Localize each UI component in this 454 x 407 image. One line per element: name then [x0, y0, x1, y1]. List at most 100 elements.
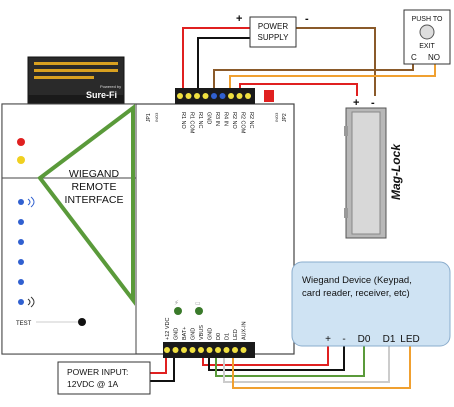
bars-icon: [27, 296, 35, 308]
power-supply-label1: POWER: [258, 22, 288, 31]
bottom-terminal-screw: [164, 347, 170, 353]
green-led-1: [174, 307, 182, 315]
wire-input-gnd: [150, 358, 175, 382]
exit-push-label: PUSH TO: [412, 16, 443, 23]
top-terminal-label: R2 NC: [248, 112, 254, 129]
top-terminal-screw: [185, 93, 192, 99]
yellow-led: [17, 156, 25, 164]
power-input-box: [57, 361, 151, 395]
panel-title-line3: INTERFACE: [65, 194, 124, 206]
panel-title-line1: WIEGAND: [69, 168, 120, 180]
bottom-terminal-label: VBUS: [199, 325, 205, 340]
wire-exit-c: [213, 64, 414, 92]
jp1-label: JP1: [146, 113, 152, 122]
bottom-terminal-screw: [223, 347, 230, 353]
top-terminal-screw: [228, 93, 234, 99]
wire-wd-plus: [202, 345, 329, 366]
top-terminal-label: R1 NC: [197, 112, 203, 129]
wiegand-device-title1: Wiegand Device (Keypad,: [302, 275, 412, 286]
bottom-terminal-label: D1: [225, 333, 231, 340]
wire-input-plus: [150, 358, 167, 374]
ino-left-label: INO3: [154, 112, 159, 122]
wire-wd-d0: [215, 345, 365, 377]
wiegand-device-box: [291, 261, 451, 347]
top-terminal-label: R3 IN: [214, 112, 220, 126]
top-terminal-label: R2 COM: [240, 112, 246, 134]
wifi-icon: [27, 196, 35, 208]
power-supply-box: [249, 16, 297, 48]
bottom-terminal-label: AUX-IN: [242, 321, 248, 340]
test-button[interactable]: [78, 318, 86, 326]
wiegand-device-title2: card reader, receiver, etc): [302, 288, 410, 299]
wire-supply-plus: [182, 27, 250, 92]
wiegand-terminal-label: -: [342, 334, 345, 345]
powered-by-text: Powered by: [100, 84, 121, 89]
bottom-terminal-screw: [232, 347, 238, 353]
red-jumper: [264, 90, 274, 102]
wire-wd-d1: [223, 345, 390, 383]
power-input-line1: POWER INPUT:: [67, 367, 128, 377]
power-input-line2: 12VDC @ 1A: [67, 379, 118, 389]
top-terminal-label: R4 IN: [223, 112, 229, 126]
test-label: TEST: [16, 321, 32, 327]
signal-indicators: [18, 199, 24, 305]
top-terminal-screw: [194, 93, 200, 99]
bottom-terminal-screws: [164, 347, 247, 353]
wiegand-terminal-label: D1: [383, 334, 396, 345]
bottom-terminal-label: +12 VDC: [165, 318, 171, 340]
exit-term-no: NO: [428, 53, 440, 62]
wiegand-green-marker: [37, 103, 135, 306]
top-terminal-screw: [245, 93, 251, 99]
bottom-terminal-label: D0: [216, 333, 222, 340]
wiegand-terminal-label: LED: [400, 334, 419, 345]
bottom-terminal-screw: [215, 347, 221, 353]
module-left-panel: [1, 103, 137, 355]
green-led-2: [195, 307, 203, 315]
bottom-terminal-screw: [240, 347, 247, 353]
mag-lock-minus: -: [371, 97, 375, 109]
battery-icon: ▭: [195, 300, 201, 307]
panel-title-line2: REMOTE: [72, 181, 117, 193]
bottom-terminal-screw: [206, 347, 213, 353]
bottom-terminal-label: BAT+: [182, 326, 188, 340]
power-supply-plus: +: [236, 13, 242, 25]
exit-term-c: C: [411, 53, 417, 62]
wire-exit-no: [229, 64, 436, 92]
top-terminal-label: R1 COM: [189, 112, 195, 134]
bottom-terminal-label: LED: [233, 329, 239, 340]
top-terminal-screw: [211, 93, 217, 99]
wire-wd-led: [232, 345, 411, 389]
top-terminal-label: GND: [206, 112, 212, 124]
top-terminal-screw: [202, 93, 209, 99]
bottom-terminal-screw: [198, 347, 204, 353]
bottom-terminal-screw: [189, 347, 196, 353]
exit-push-button[interactable]: [419, 24, 435, 40]
wire-wd-minus: [208, 345, 345, 371]
power-supply-label2: SUPPLY: [258, 33, 290, 42]
bottom-terminal-label: GND: [191, 328, 197, 340]
red-led: [17, 138, 25, 146]
top-terminal-screw: [236, 93, 243, 99]
top-terminal-label: R2 NO: [231, 112, 237, 130]
wiegand-terminal-label: +: [325, 334, 331, 345]
bottom-terminal-screw: [172, 347, 179, 353]
bottom-terminal-screw: [181, 347, 187, 353]
mag-lock-plus: +: [353, 97, 359, 109]
wire-supply-minus: [296, 27, 376, 96]
jp2-label: JP2: [282, 113, 288, 122]
exit-label: EXIT: [419, 43, 435, 50]
flash-icon: ⚡: [174, 299, 179, 307]
top-terminal-screws: [177, 93, 251, 99]
sure-fi-logo-text: Sure-Fi: [86, 90, 117, 100]
wire-mag-plus: [239, 83, 358, 96]
top-terminal-label: R1 NO: [180, 112, 186, 130]
bottom-terminal-label: GND: [174, 328, 180, 340]
bottom-terminal-label: GND: [208, 328, 214, 340]
power-supply-minus: -: [305, 13, 309, 25]
mag-lock-label: Mag-Lock: [389, 143, 403, 200]
top-terminal-screw: [177, 93, 183, 99]
mag-lock-body: [344, 107, 387, 239]
top-terminal-screw: [219, 93, 226, 99]
wiegand-terminal-label: D0: [358, 334, 371, 345]
